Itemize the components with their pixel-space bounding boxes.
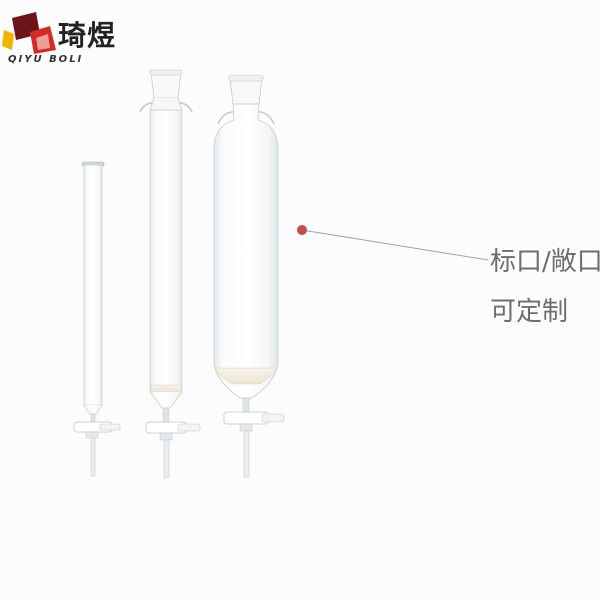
jointed-reservoir-column [213, 74, 285, 478]
callout-label-mouth-type: 标口/敞口 [490, 247, 600, 277]
jointed-straight-column [139, 69, 201, 479]
callout-label-customizable: 可定制 [490, 297, 569, 327]
logo-name-cn: 琦煜 [58, 19, 117, 52]
logo-name-en: QIYU BOLI [8, 54, 84, 65]
callout-dot [297, 225, 307, 235]
brand-logo: 琦煜 QIYU BOLI [0, 0, 130, 70]
logo-mark-icon [2, 12, 56, 54]
narrow-column [73, 161, 121, 477]
